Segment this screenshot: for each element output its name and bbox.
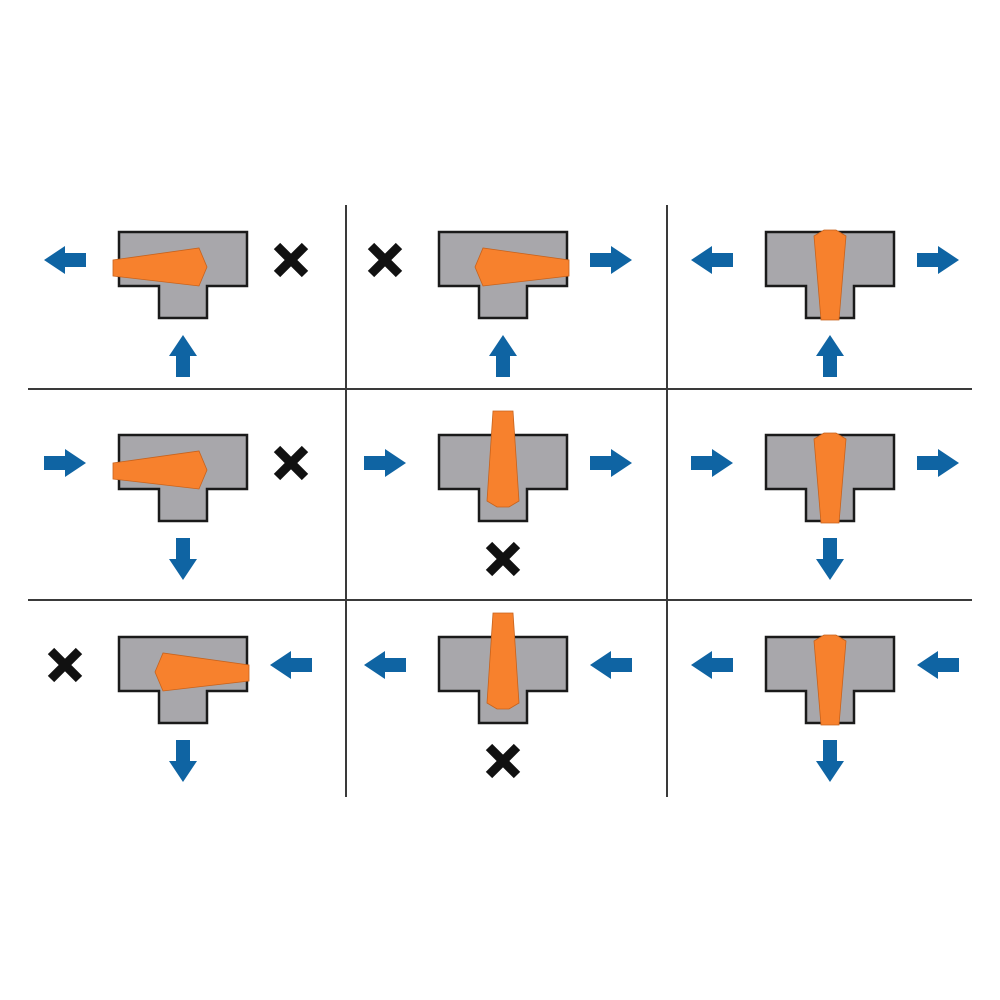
flow-out-arrow-icon [816,538,844,580]
flow-in-arrow-icon [816,335,844,377]
valve-cell [44,433,309,580]
blocked-port-x-icon [273,242,309,278]
valve-handle [813,229,847,321]
valve-cell [367,230,632,377]
flow-out-arrow-icon [917,246,959,274]
flow-in-arrow-icon [44,449,86,477]
valve-cell [691,634,959,782]
blocked-port-x-icon [485,743,521,779]
valve-handle [486,410,520,508]
flow-in-arrow-icon [270,651,312,679]
valve-handle [112,450,208,490]
valve-cell [364,612,632,779]
flow-in-arrow-icon [169,335,197,377]
flow-out-arrow-icon [816,740,844,782]
valve-cells [44,229,959,782]
blocked-port-x-icon [47,647,83,683]
flow-in-arrow-icon [917,651,959,679]
flow-out-arrow-icon [364,651,406,679]
valve-cell [364,410,632,577]
valve-handle [474,247,570,287]
flow-out-arrow-icon [691,651,733,679]
valve-cell [44,230,309,377]
valve-cell [47,635,312,782]
flow-in-arrow-icon [489,335,517,377]
blocked-port-x-icon [485,541,521,577]
flow-in-arrow-icon [590,651,632,679]
flow-out-arrow-icon [917,449,959,477]
flow-in-arrow-icon [364,449,406,477]
valve-handle [813,432,847,524]
flow-out-arrow-icon [590,449,632,477]
flow-out-arrow-icon [169,740,197,782]
valve-cell [691,432,959,580]
valve-handle [112,247,208,287]
valve-handle [486,612,520,710]
grid-lines [28,205,972,797]
flow-out-arrow-icon [169,538,197,580]
valve-cell [691,229,959,377]
flow-in-arrow-icon [691,449,733,477]
valve-handle [813,634,847,726]
flow-out-arrow-icon [691,246,733,274]
blocked-port-x-icon [273,445,309,481]
valve-handle [154,652,250,692]
blocked-port-x-icon [367,242,403,278]
flow-out-arrow-icon [44,246,86,274]
flow-out-arrow-icon [590,246,632,274]
